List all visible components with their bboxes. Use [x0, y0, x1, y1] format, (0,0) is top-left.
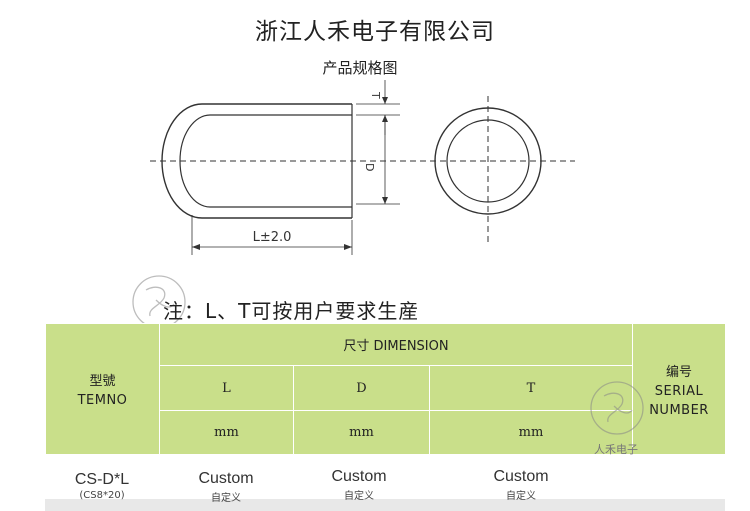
- model-example: (CS8*20): [79, 490, 125, 501]
- col-d-header: D: [293, 365, 430, 411]
- l-cell: Custom 自定义: [159, 468, 293, 504]
- serial-label-en-1: SERIAL: [654, 383, 704, 399]
- d-sub: 自定义: [344, 491, 374, 502]
- model-label-en: TEMNO: [77, 393, 128, 408]
- t-value: Custom: [493, 468, 549, 485]
- model-value: CS-D*L: [74, 471, 130, 488]
- col-d-unit: mm: [293, 410, 430, 455]
- spec-drawing-title: 产品规格图: [322, 59, 398, 77]
- t-cell: Custom 自定义: [429, 466, 613, 502]
- model-label-cn: 型號: [89, 374, 116, 389]
- model-cell: CS-D*L (CS8*20): [45, 469, 159, 501]
- watermark-text-2: 人禾电子: [594, 443, 638, 456]
- dimension-header: 尺寸 DIMENSION: [158, 323, 634, 366]
- col-t-unit: mm: [428, 410, 634, 455]
- watermark-logo-2: [590, 381, 644, 435]
- company-title: 浙江人禾电子有限公司: [255, 19, 495, 45]
- t-sub: 自定义: [506, 491, 536, 502]
- d-cell: Custom 自定义: [293, 466, 425, 502]
- model-header: 型號 TEMNO: [45, 323, 160, 455]
- d-value: Custom: [331, 468, 387, 485]
- col-l-header: L: [159, 365, 294, 411]
- label-d: D: [363, 163, 376, 171]
- spec-table: 型號 TEMNO 尺寸 DIMENSION 编号 SERIAL NUMBER L…: [45, 323, 727, 455]
- table-row-band: [45, 499, 725, 511]
- table-row: CS-D*L (CS8*20) Custom 自定义 Custom 自定义 Cu…: [45, 458, 725, 511]
- l-value: Custom: [198, 470, 254, 487]
- label-t: T: [369, 91, 382, 99]
- col-t-header: T: [428, 365, 634, 411]
- l-sub: 自定义: [211, 493, 241, 504]
- customization-note: 注：L、T可按用户要求生産: [163, 299, 420, 323]
- serial-label-en-2: NUMBER: [649, 402, 709, 418]
- col-l-unit: mm: [159, 410, 294, 455]
- serial-header: 编号 SERIAL NUMBER: [632, 323, 727, 455]
- label-l: L±2.0: [253, 230, 292, 245]
- serial-label-cn: 编号: [666, 364, 693, 380]
- spec-drawing: T D L±2.0: [150, 80, 575, 255]
